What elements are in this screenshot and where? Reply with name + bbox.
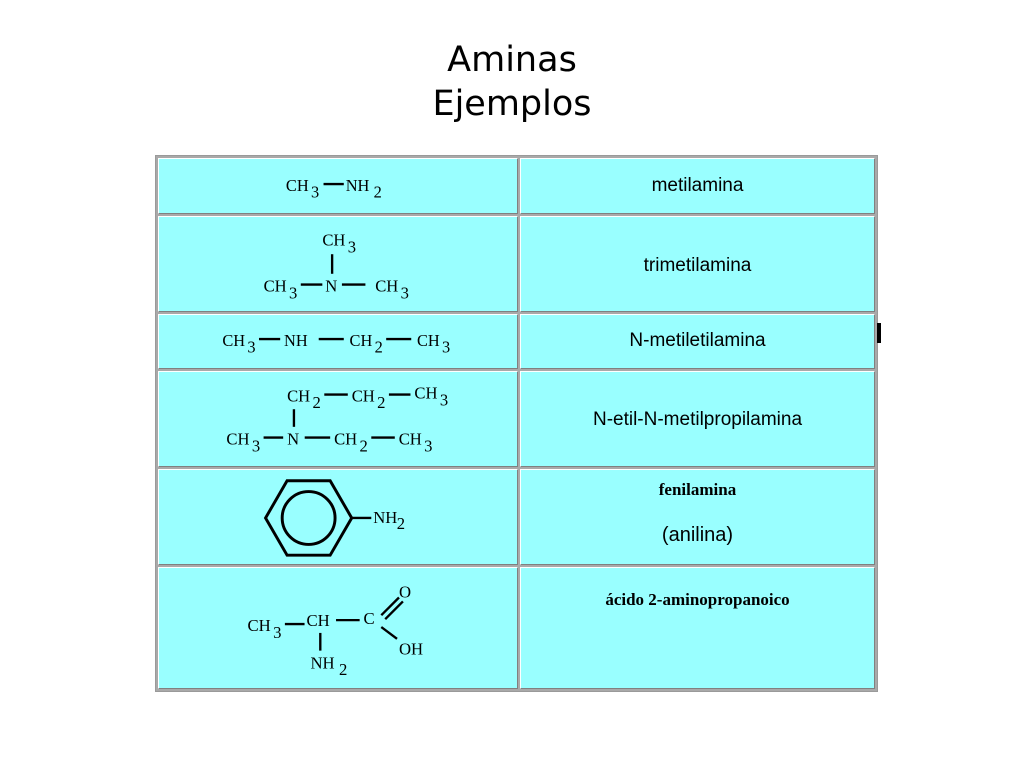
name-cell: N-etil-N-metilpropilamina bbox=[520, 371, 875, 467]
formula-n-ethyl-n-methylpropylamine: CH 2 CH 2 CH 3 CH 3 N CH 2 CH 3 bbox=[226, 383, 448, 455]
stray-mark bbox=[877, 323, 881, 343]
title-line-2: Ejemplos bbox=[432, 84, 592, 124]
formula-text: CH bbox=[286, 176, 309, 195]
formula-text: NH bbox=[310, 653, 334, 672]
formula-cell: CH 2 CH 2 CH 3 CH 3 N CH 2 CH 3 bbox=[158, 371, 518, 467]
bond-line bbox=[380, 626, 398, 640]
formula-text: O bbox=[399, 583, 411, 602]
compound-common-name: (anilina) bbox=[661, 524, 734, 546]
slide-title: Aminas Ejemplos bbox=[0, 38, 1024, 126]
formula-subscript: 3 bbox=[247, 338, 255, 357]
formula-cell: O CH 3 CH C OH NH 2 bbox=[158, 567, 518, 689]
formula-cell: CH 3 NH CH 2 CH 3 bbox=[158, 314, 518, 369]
formula-text: CH bbox=[248, 616, 271, 635]
formula-subscript: 2 bbox=[313, 393, 321, 412]
formula-text: N bbox=[287, 429, 299, 448]
formula-methylamine: CH 3 NH 2 bbox=[286, 176, 382, 202]
table-row-trimetilamina: CH 3 CH 3 N CH 3 trimetilamina bbox=[158, 216, 875, 312]
table-row-fenilamina: NH 2 fenilamina (anilina) bbox=[158, 469, 875, 565]
name-cell: metilamina bbox=[520, 158, 875, 214]
formula-text: CH bbox=[334, 429, 357, 448]
formula-text: CH bbox=[417, 331, 440, 350]
formula-text: N bbox=[325, 276, 337, 295]
benzene-aromatic-circle bbox=[280, 490, 337, 546]
table-row-metilamina: CH 3 NH 2 metilamina bbox=[158, 158, 875, 214]
formula-text: CH bbox=[264, 276, 287, 295]
formula-text: CH bbox=[414, 383, 437, 402]
formula-subscript: 3 bbox=[424, 436, 432, 455]
formula-cell: CH 3 CH 3 N CH 3 bbox=[158, 216, 518, 312]
formula-subscript: 3 bbox=[273, 623, 281, 642]
compound-name: N-metiletilamina bbox=[629, 330, 766, 351]
benzene-ring bbox=[263, 479, 354, 557]
formula-aniline: NH 2 bbox=[263, 479, 405, 557]
formula-cell: CH 3 NH 2 bbox=[158, 158, 518, 214]
compound-name: fenilamina bbox=[658, 480, 737, 499]
compound-name: trimetilamina bbox=[643, 255, 752, 276]
formula-text: NH bbox=[346, 176, 370, 195]
formula-text: CH bbox=[322, 230, 345, 249]
compound-name: metilamina bbox=[651, 175, 744, 196]
formula-subscript: 3 bbox=[348, 237, 356, 256]
formula-text: NH bbox=[284, 331, 308, 350]
table-row-acido-2-aminopropanoico: O CH 3 CH C OH NH 2 ácido 2-aminopropano… bbox=[158, 567, 875, 689]
table-row-n-metiletilamina: CH 3 NH CH 2 CH 3 N-metiletilamina bbox=[158, 314, 875, 369]
formula-2-aminopropanoic-acid: O CH 3 CH C OH NH 2 bbox=[248, 583, 424, 680]
formula-subscript: 3 bbox=[252, 436, 260, 455]
formula-text: CH bbox=[307, 611, 330, 630]
bond-line bbox=[380, 596, 400, 617]
compound-name: ácido 2-aminopropanoico bbox=[605, 590, 790, 609]
formula-text: C bbox=[364, 609, 375, 628]
formula-subscript: 2 bbox=[377, 393, 385, 412]
formula-subscript: 3 bbox=[440, 390, 448, 409]
formula-subscript: 3 bbox=[289, 283, 297, 302]
formula-text: OH bbox=[399, 640, 423, 659]
formula-subscript: 2 bbox=[375, 338, 383, 357]
formula-text: CH bbox=[399, 429, 422, 448]
formula-text: CH bbox=[375, 276, 398, 295]
formula-text: CH bbox=[352, 386, 375, 405]
title-line-1: Aminas bbox=[447, 40, 577, 80]
formula-subscript: 2 bbox=[374, 183, 382, 202]
bond-line bbox=[384, 600, 404, 620]
formula-text: CH bbox=[287, 386, 310, 405]
formula-subscript: 2 bbox=[360, 436, 368, 455]
formula-text: CH bbox=[350, 331, 373, 350]
formula-subscript: 3 bbox=[442, 338, 450, 357]
table-row-n-etil-n-metilpropilamina: CH 2 CH 2 CH 3 CH 3 N CH 2 CH 3 bbox=[158, 371, 875, 467]
name-cell: fenilamina (anilina) bbox=[520, 469, 875, 565]
name-cell: trimetilamina bbox=[520, 216, 875, 312]
formula-text: NH bbox=[373, 508, 397, 527]
compound-name: N-etil-N-metilpropilamina bbox=[592, 409, 803, 430]
formula-trimethylamine: CH 3 CH 3 N CH 3 bbox=[264, 230, 409, 302]
name-cell: ácido 2-aminopropanoico bbox=[520, 567, 875, 689]
formula-text: CH bbox=[226, 429, 249, 448]
formula-n-methylethylamine: CH 3 NH CH 2 CH 3 bbox=[222, 331, 450, 357]
formula-subscript: 3 bbox=[401, 283, 409, 302]
formula-subscript: 3 bbox=[311, 183, 319, 202]
formula-subscript: 2 bbox=[339, 660, 347, 679]
amine-table: CH 3 NH 2 metilamina CH 3 CH 3 N CH bbox=[155, 155, 878, 692]
formula-subscript: 2 bbox=[397, 514, 405, 533]
name-cell: N-metiletilamina bbox=[520, 314, 875, 369]
formula-cell: NH 2 bbox=[158, 469, 518, 565]
formula-text: CH bbox=[222, 331, 245, 350]
